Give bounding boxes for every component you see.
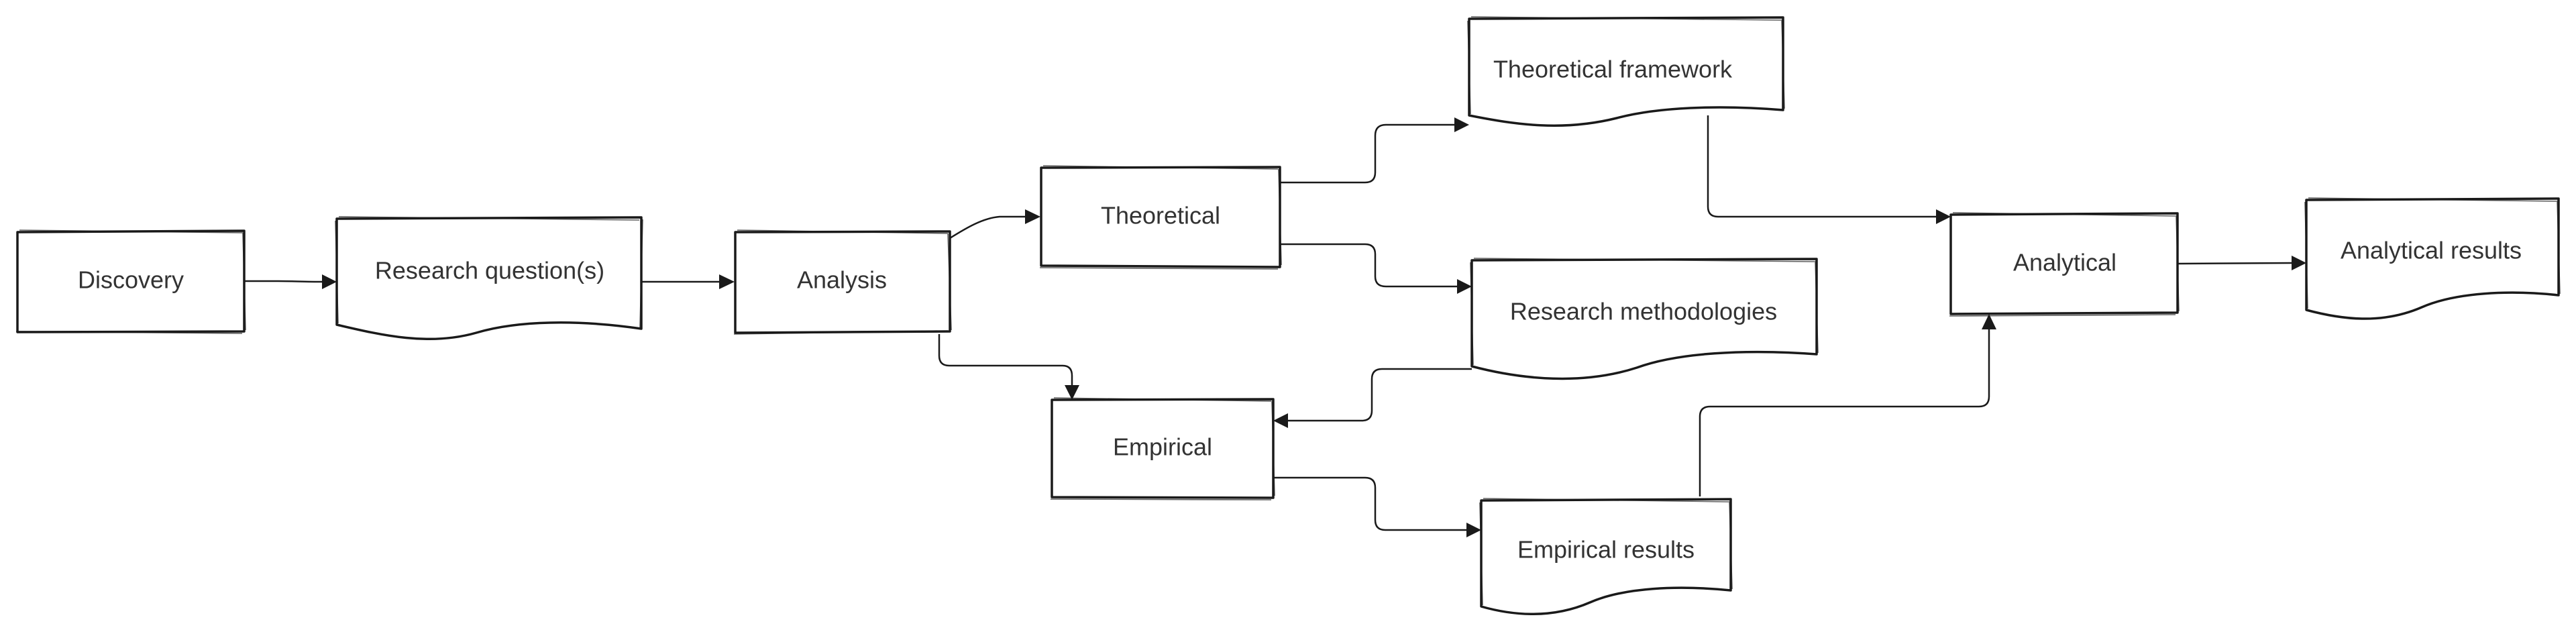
edge-research-question-to-analysis[interactable] — [641, 274, 735, 289]
node-label-discovery: Discovery — [78, 266, 184, 294]
node-label-empirical-results: Empirical results — [1517, 536, 1695, 564]
node-label-empirical: Empirical — [1113, 433, 1212, 461]
node-label-analysis: Analysis — [797, 266, 887, 294]
node-discovery[interactable]: Discovery — [15, 229, 246, 334]
edge-theoretical-framework-to-analytical[interactable] — [1707, 115, 1951, 224]
node-analysis[interactable]: Analysis — [733, 229, 952, 335]
node-layer: Discovery Research question(s) Analysis … — [15, 16, 2561, 615]
node-analytical[interactable]: Analytical — [1949, 212, 2180, 317]
node-empirical-results[interactable]: Empirical results — [1479, 498, 1733, 615]
edge-empirical-to-empirical-results[interactable] — [1273, 476, 1481, 537]
node-analytical-results[interactable]: Analytical results — [2304, 197, 2561, 320]
edge-analysis-to-empirical[interactable] — [938, 334, 1079, 400]
node-label-analytical: Analytical — [2013, 249, 2116, 276]
node-research-question[interactable]: Research question(s) — [335, 216, 643, 341]
node-label-analytical-results: Analytical results — [2341, 237, 2522, 264]
node-label-research-methodologies: Research methodologies — [1510, 298, 1777, 325]
edge-discovery-to-research-question[interactable] — [244, 274, 337, 289]
edge-analysis-to-theoretical[interactable] — [949, 209, 1040, 240]
edge-empirical-results-to-analytical[interactable] — [1699, 314, 1996, 496]
edge-theoretical-to-research-methodologies[interactable] — [1280, 243, 1472, 294]
node-empirical[interactable]: Empirical — [1050, 397, 1275, 500]
edge-theoretical-to-theoretical-framework[interactable] — [1280, 117, 1469, 184]
connector-layer — [244, 115, 2306, 537]
node-theoretical[interactable]: Theoretical — [1039, 165, 1282, 270]
edge-research-methodologies-to-empirical[interactable] — [1273, 368, 1472, 428]
node-label-research-question: Research question(s) — [375, 257, 604, 284]
node-label-theoretical: Theoretical — [1101, 202, 1220, 229]
node-research-methodologies[interactable]: Research methodologies — [1470, 258, 1819, 380]
node-theoretical-framework[interactable]: Theoretical framework — [1467, 16, 1785, 127]
node-label-theoretical-framework: Theoretical framework — [1493, 56, 1733, 83]
edge-analytical-to-analytical-results[interactable] — [2177, 256, 2306, 270]
